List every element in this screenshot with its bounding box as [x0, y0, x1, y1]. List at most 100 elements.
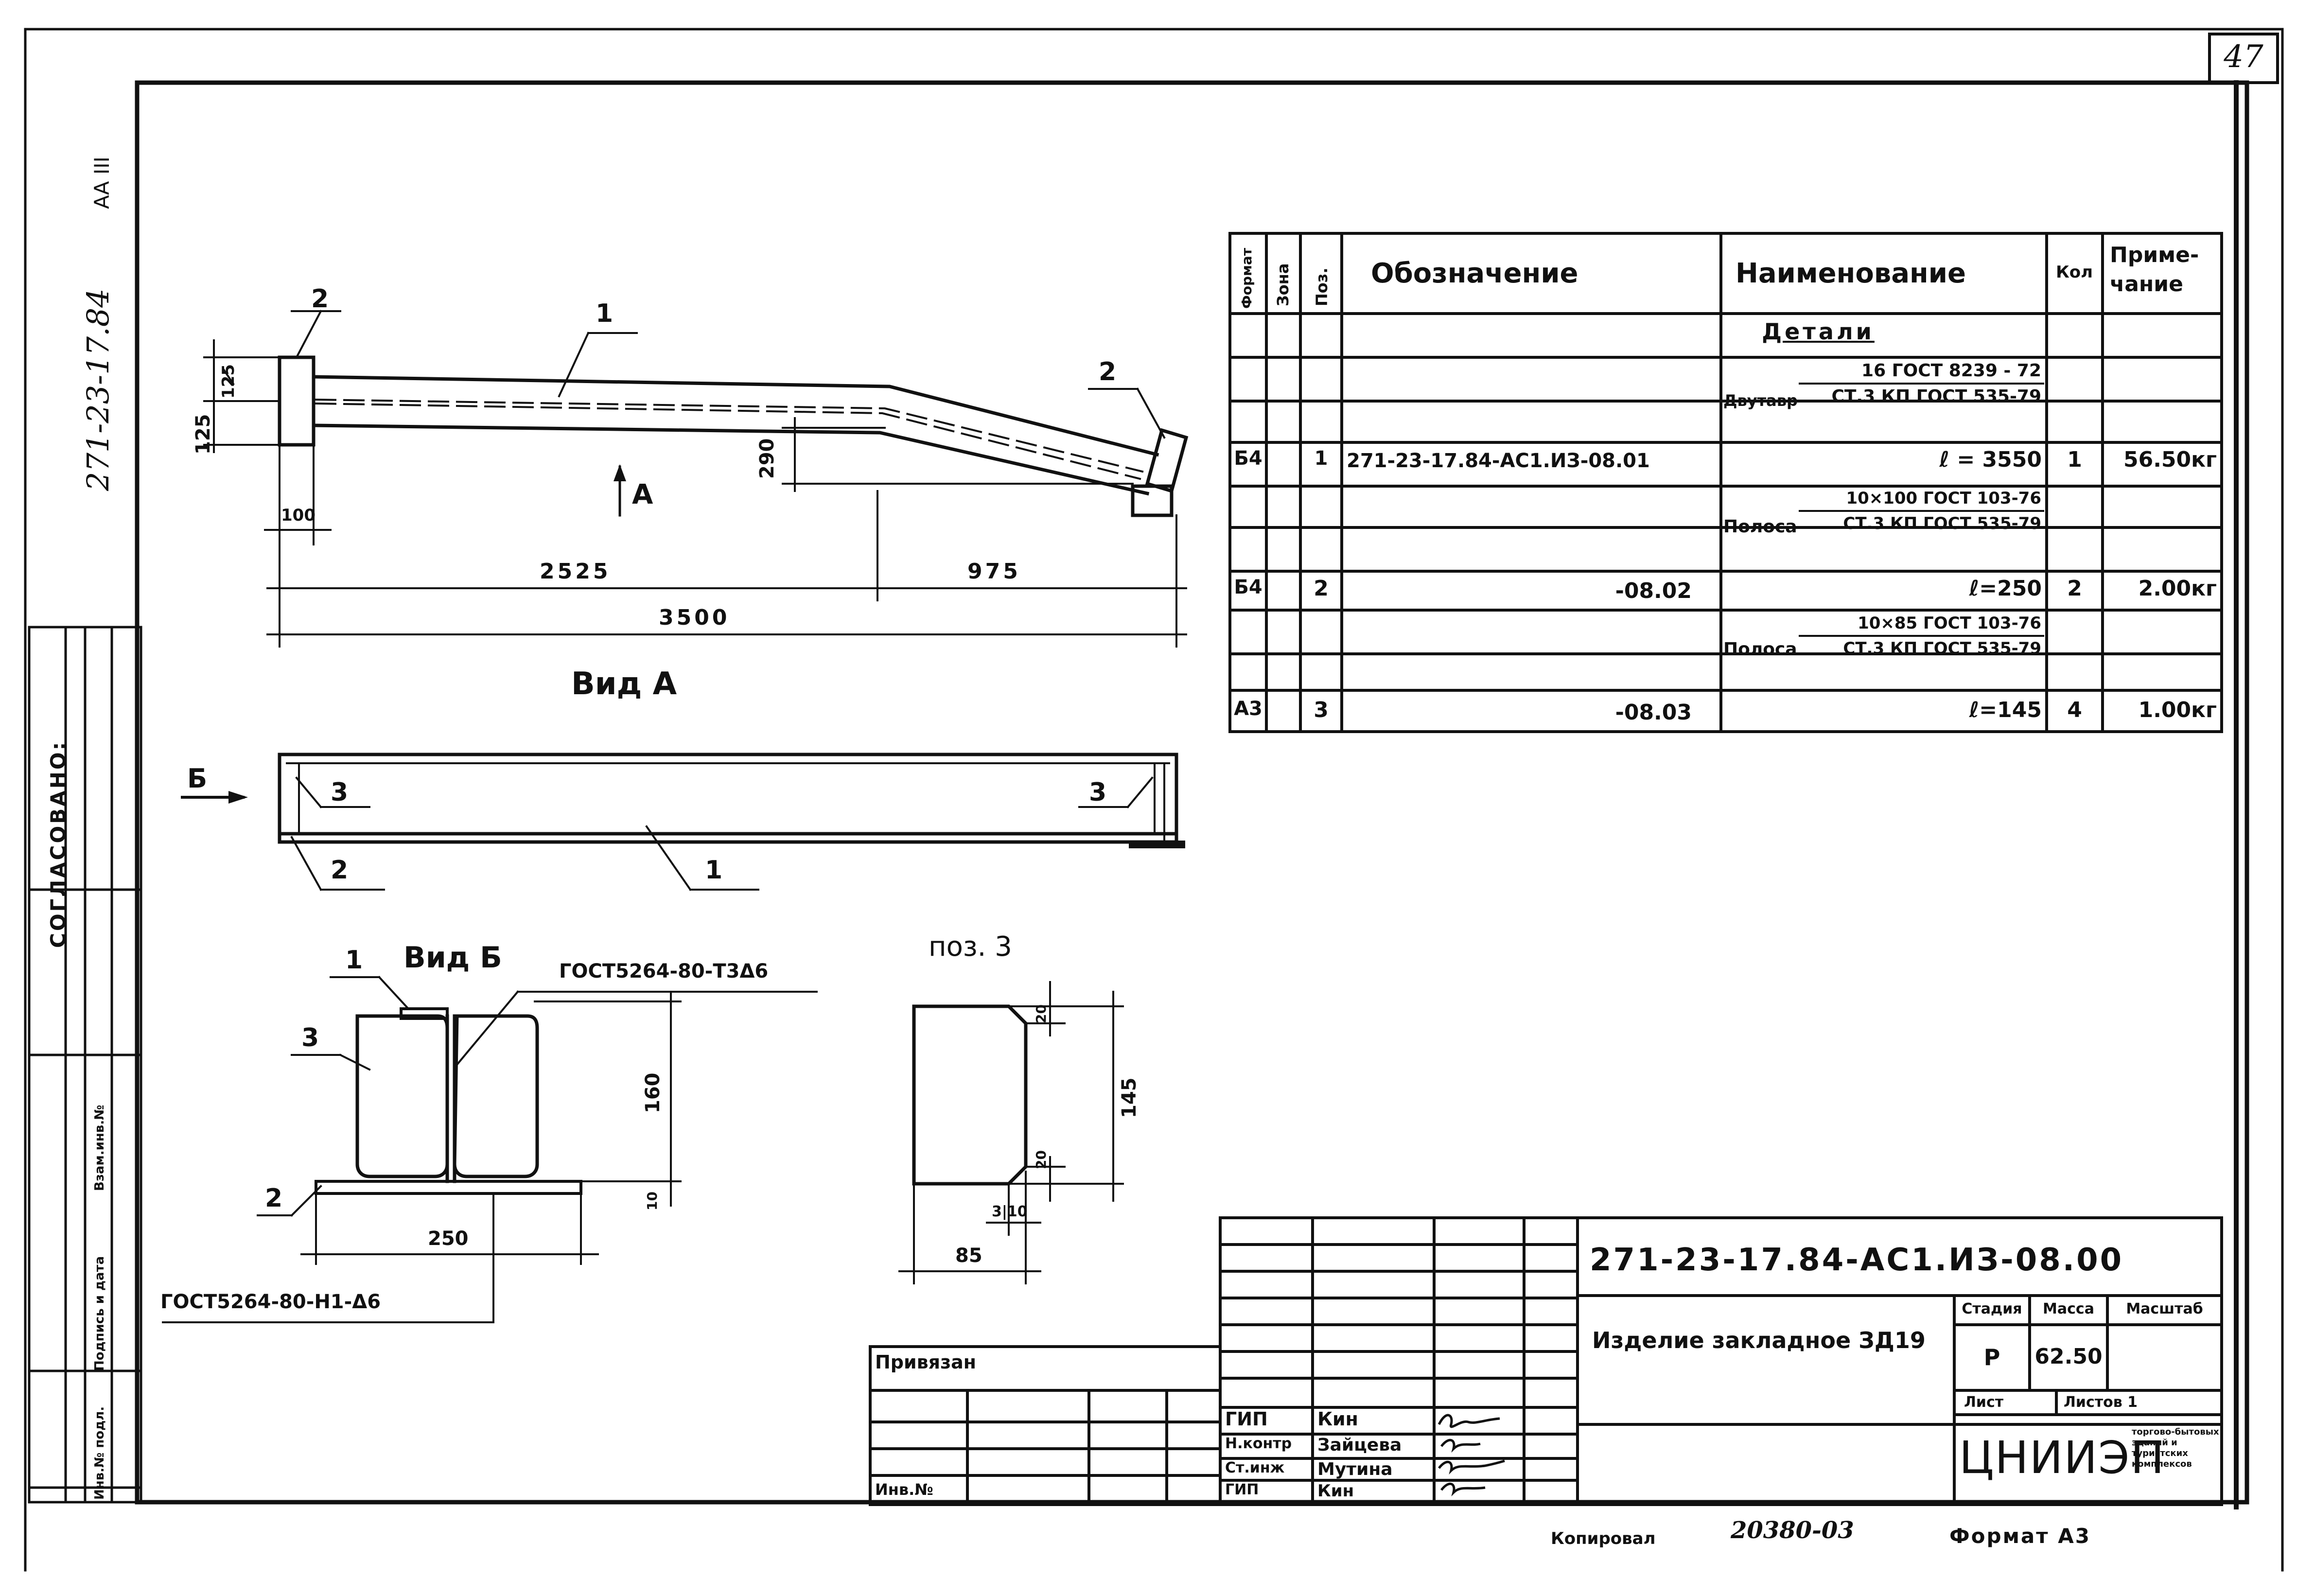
callout-3-section: 3	[301, 1023, 319, 1052]
weld-top-label: ГОСТ5264-80-Т3Δ6	[559, 960, 769, 982]
elevation-view	[203, 310, 1189, 648]
spec-row4-num: 10×85 ГОСТ 103-76	[1799, 614, 2044, 637]
spec-row3-name: ℓ=250	[1969, 576, 2042, 601]
left-strip	[28, 626, 142, 1504]
callout-2-plan: 2	[331, 856, 349, 885]
callout-1-elev: 1	[596, 299, 614, 328]
spec-row5-qty: 4	[2067, 698, 2082, 722]
top-left-code: АА III	[90, 157, 114, 209]
left-strip-label-1: Инв.№ подл.	[92, 1406, 107, 1500]
callout-2-section: 2	[265, 1184, 283, 1213]
callout-2-elev-left: 2	[311, 284, 329, 314]
dim-2525: 2525	[540, 559, 611, 584]
privyazan-label: Привязан	[875, 1351, 977, 1373]
spec-row2-prefix: Полоса	[1723, 517, 1797, 537]
spec-row3-format: Б4	[1234, 576, 1262, 598]
spec-row2-den: СТ.3 КП ГОСТ 535-79	[1843, 514, 2041, 533]
plan-view	[181, 753, 1185, 891]
arrow-b-label: Б	[187, 763, 208, 794]
doc-code: 271-23-17.84-АС1.ИЗ-08.00	[1590, 1242, 2124, 1278]
side-code: 271-23-17.84	[80, 288, 116, 491]
view-a-label: Вид А	[571, 666, 677, 702]
staff-role-4: ГИП	[1225, 1481, 1259, 1498]
staff-name-1: Кин	[1317, 1408, 1358, 1430]
format-label: Формат А3	[1949, 1524, 2091, 1548]
spec-row1-note: 56.50кг	[2123, 447, 2217, 472]
stage-label: Стадия	[1962, 1300, 2022, 1317]
left-strip-label-3: Взам.инв.№	[92, 1105, 107, 1191]
spec-row5-note: 1.00кг	[2138, 698, 2217, 722]
dim-290: 290	[756, 438, 778, 479]
spec-table-grid	[1228, 232, 2223, 733]
dim-125a: 125	[192, 414, 214, 455]
spec-row5-name: ℓ=145	[1969, 698, 2042, 722]
dim-160: 160	[642, 1072, 664, 1114]
stage-value: Р	[1983, 1344, 2000, 1370]
spec-row0-fraction: 16 ГОСТ 8239 - 72 СТ.3 КП ГОСТ 535-79	[1799, 361, 2044, 406]
sheet-frame	[24, 28, 2284, 1572]
dim-3500: 3500	[659, 605, 730, 630]
dim-145: 145	[1118, 1077, 1140, 1119]
dim-10-section: 10	[644, 1192, 660, 1210]
section-b-view	[162, 976, 818, 1323]
spec-row0-num: 16 ГОСТ 8239 - 72	[1799, 361, 2044, 385]
callout-1-plan: 1	[705, 856, 723, 885]
spec-header-note: Приме- чание	[2110, 243, 2199, 297]
callout-3-plan-right: 3	[1089, 778, 1107, 807]
spec-row3-pos: 2	[1314, 576, 1329, 601]
weld-bottom-label: ГОСТ5264-80-Н1-Δ6	[160, 1291, 381, 1313]
spec-row1-format: Б4	[1234, 447, 1262, 470]
agreed-label: СОГЛАСОВАНО:	[46, 740, 70, 948]
spec-row5-designation: -08.03	[1615, 700, 1692, 725]
dim-20b: 20	[1033, 1150, 1049, 1169]
page-number: 47	[2224, 39, 2263, 75]
spec-row3-qty: 2	[2067, 576, 2082, 601]
spec-header-zone: Зона	[1274, 263, 1292, 306]
dim-125b: 125	[219, 364, 238, 399]
spec-row2-num: 10×100 ГОСТ 103-76	[1799, 489, 2044, 512]
spec-row0-den: СТ.3 КП ГОСТ 535-79	[1831, 386, 2041, 406]
spec-row1-pos: 1	[1314, 447, 1328, 470]
staff-role-2: Н.контр	[1225, 1435, 1292, 1452]
staff-role-1: ГИП	[1225, 1408, 1268, 1430]
copy-number: 20380-03	[1731, 1517, 1854, 1544]
callout-1-section: 1	[345, 946, 363, 975]
view-b-label: Вид Б	[403, 941, 502, 975]
pos3-view	[898, 981, 1124, 1284]
spec-header-qty: Кол	[2055, 263, 2093, 282]
dim-3-10: 3|10	[992, 1203, 1028, 1220]
title-block-grid	[869, 1216, 2223, 1506]
pos3-label: поз. 3	[929, 931, 1012, 963]
scale-label: Масштаб	[2126, 1300, 2203, 1317]
spec-row1-qty: 1	[2067, 447, 2082, 472]
spec-header-pos: Поз.	[1313, 267, 1331, 306]
spec-row0-prefix: Двутавр	[1723, 391, 1798, 410]
dim-250: 250	[428, 1228, 469, 1250]
doc-title: Изделие закладное ЗД19	[1592, 1327, 1926, 1353]
signatures	[1438, 1414, 1505, 1497]
staff-name-3: Мутина	[1317, 1459, 1393, 1479]
spec-row4-prefix: Полоса	[1723, 639, 1797, 659]
staff-role-3: Ст.инж	[1225, 1459, 1285, 1476]
mass-value: 62.50	[2034, 1344, 2103, 1369]
sheets-label: Листов 1	[2064, 1394, 2138, 1411]
spec-row2-fraction: 10×100 ГОСТ 103-76 СТ.3 КП ГОСТ 535-79	[1799, 489, 2044, 533]
copied-label: Копировал	[1551, 1529, 1656, 1548]
dim-975: 975	[967, 559, 1021, 584]
staff-name-4: Кин	[1317, 1481, 1354, 1501]
spec-header-designation: Обозначение	[1371, 258, 1578, 289]
dim-100: 100	[281, 506, 316, 525]
arrow-a-label: А	[632, 479, 653, 510]
mass-label: Масса	[2043, 1300, 2094, 1317]
dim-20a: 20	[1033, 1004, 1049, 1023]
callout-2-elev-right: 2	[1099, 357, 1117, 386]
spec-row4-fraction: 10×85 ГОСТ 103-76 СТ.3 КП ГОСТ 535-79	[1799, 614, 2044, 658]
org-name: ЦНИИЭП	[1959, 1432, 2165, 1484]
spec-row5-pos: 3	[1314, 698, 1329, 722]
sheet-label: Лист	[1964, 1394, 2004, 1411]
spec-row5-format: А3	[1234, 698, 1262, 720]
spec-section-title: Детали	[1762, 318, 1875, 345]
spec-row3-note: 2.00кг	[2138, 576, 2217, 601]
